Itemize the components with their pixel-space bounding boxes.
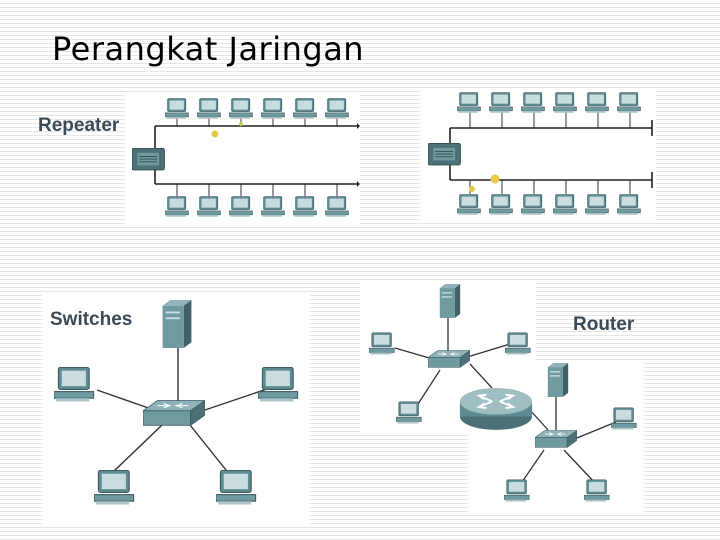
computer-icon	[553, 194, 579, 216]
server-icon	[160, 300, 194, 348]
computer-icon	[585, 194, 611, 216]
computer-icon	[617, 194, 643, 216]
computer-icon	[505, 332, 533, 356]
switch-icon	[143, 400, 205, 432]
switches-label: Switches	[50, 309, 133, 330]
server-icon	[546, 363, 570, 397]
computer-icon	[369, 332, 397, 356]
computer-icon	[293, 98, 319, 120]
server-icon	[438, 284, 462, 318]
computer-icon	[165, 98, 191, 120]
repeater-icon	[428, 143, 464, 167]
router-label: Router	[573, 314, 635, 335]
switch-icon	[428, 350, 470, 372]
computer-icon	[261, 98, 287, 120]
repeater-icon	[132, 148, 168, 172]
computer-icon	[584, 479, 612, 503]
computer-icon	[293, 196, 319, 218]
computer-icon	[197, 98, 223, 120]
computer-icon	[489, 92, 515, 114]
computer-icon	[94, 470, 138, 506]
computer-icon	[585, 92, 611, 114]
slide-title: Perangkat Jaringan	[52, 30, 365, 68]
computer-icon	[229, 98, 255, 120]
computer-icon	[521, 194, 547, 216]
computer-icon	[617, 92, 643, 114]
computer-icon	[261, 196, 287, 218]
computer-icon	[396, 401, 424, 425]
computer-icon	[489, 194, 515, 216]
computer-icon	[258, 367, 302, 403]
computer-icon	[54, 367, 98, 403]
computer-icon	[457, 92, 483, 114]
computer-icon	[197, 196, 223, 218]
computer-icon	[611, 407, 639, 431]
computer-icon	[504, 479, 532, 503]
computer-icon	[325, 98, 351, 120]
computer-icon	[325, 196, 351, 218]
computer-icon	[216, 470, 260, 506]
repeater-label: Repeater	[38, 115, 120, 136]
computer-icon	[165, 196, 191, 218]
router-icon	[458, 384, 534, 432]
computer-icon	[457, 194, 483, 216]
computer-icon	[229, 196, 255, 218]
switch-icon	[535, 430, 577, 452]
computer-icon	[521, 92, 547, 114]
computer-icon	[553, 92, 579, 114]
